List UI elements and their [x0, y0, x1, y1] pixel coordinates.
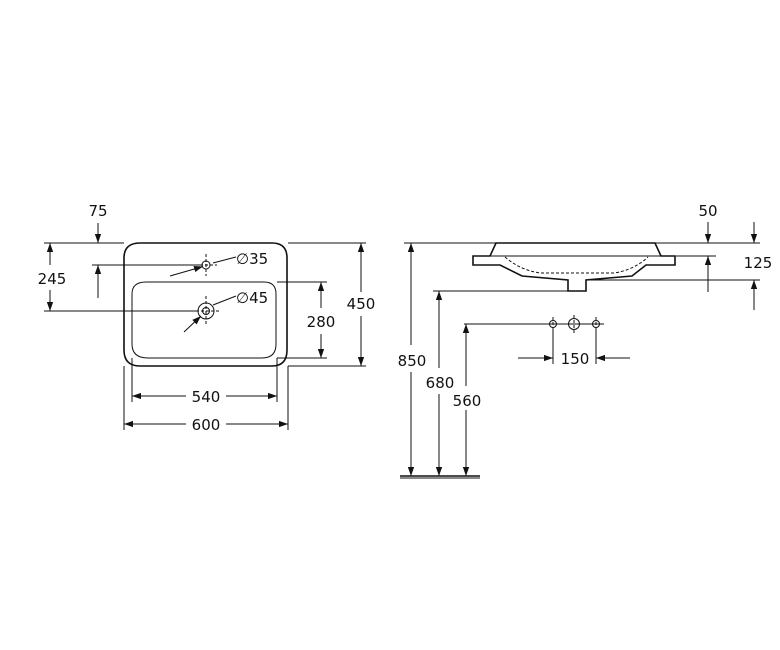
dim-850-label: 850 [398, 352, 427, 370]
dim-75-label: 75 [88, 202, 107, 220]
tap-hole [195, 254, 217, 276]
basin-outer-outline [123, 242, 288, 367]
floor-line [400, 475, 480, 479]
basin-profile [472, 242, 676, 292]
dim-450-label: 450 [347, 295, 376, 313]
dim-680-label: 680 [426, 374, 455, 392]
dim-150: 150 [518, 328, 630, 368]
dim-680: 680 [426, 290, 586, 476]
basin-hidden-bowl [504, 256, 649, 274]
dim-540-label: 540 [192, 388, 221, 406]
fittings-row [464, 315, 604, 333]
dim-600-label: 600 [192, 416, 221, 434]
valve-center [568, 315, 580, 333]
dim-280-label: 280 [307, 313, 336, 331]
dim-dia45: ∅45 [183, 289, 268, 333]
top-view: 75 245 ∅35 ∅45 280 [38, 202, 376, 434]
basin-inner-outline [131, 281, 277, 359]
dim-245: 245 [38, 242, 198, 312]
dim-75: 75 [88, 202, 200, 298]
dim-50-label: 50 [698, 202, 717, 220]
dim-540: 540 [131, 358, 278, 406]
dim-560: 560 [453, 324, 482, 476]
dim-245-label: 245 [38, 270, 67, 288]
dim-560-label: 560 [453, 392, 482, 410]
dim-dia45-label: ∅45 [236, 289, 268, 307]
dim-280: 280 [277, 281, 336, 359]
dim-125-label: 125 [744, 254, 773, 272]
dim-450: 450 [288, 242, 376, 367]
side-view: 50 125 [398, 202, 772, 479]
dim-125: 125 [587, 222, 772, 310]
dim-600: 600 [123, 366, 289, 434]
dim-50: 50 [655, 202, 760, 292]
dim-dia35: ∅35 [169, 250, 268, 277]
dim-150-label: 150 [561, 350, 590, 368]
dim-850: 850 [398, 242, 496, 476]
dim-dia35-label: ∅35 [236, 250, 268, 268]
